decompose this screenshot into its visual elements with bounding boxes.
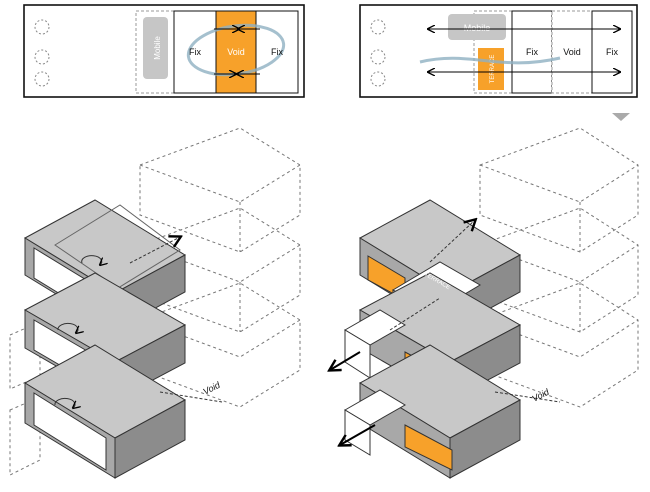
step-triangle-icon [612, 113, 630, 121]
plan-left: Mobile Fix Void Fix [23, 4, 305, 98]
column-marker [34, 19, 50, 35]
void-label: Void [530, 386, 551, 403]
terrace-label: TERRACE [490, 55, 496, 84]
column-marker [34, 49, 50, 65]
column-marker [370, 71, 386, 87]
iso-left: Void [9, 127, 301, 479]
circulation-wave [419, 56, 561, 65]
module-bottom [23, 344, 187, 479]
void-slot [551, 10, 593, 94]
void-arrow [159, 391, 223, 403]
iso-right: TERRACE Void [330, 127, 639, 479]
column-marker [370, 19, 386, 35]
column-marker [370, 49, 386, 65]
terrace-module [478, 48, 504, 90]
ghost-volumes [479, 127, 639, 408]
mobile-module [448, 14, 506, 40]
plan-right: Mobile TERRACE Fix Void Fix [359, 4, 638, 98]
fix-module-right [255, 10, 299, 94]
mobile-label: Mobile [153, 36, 162, 60]
void-arrow [494, 391, 561, 403]
mobile-module [143, 17, 168, 79]
module-bottom [340, 344, 522, 479]
fix-label-right: Fix [271, 47, 283, 57]
void-label: Void [227, 47, 245, 57]
fix-module-2 [591, 10, 633, 94]
fix-label-left: Fix [189, 47, 201, 57]
fix-label-2: Fix [606, 47, 618, 57]
mobile-label: Mobile [464, 23, 491, 33]
fix-label-1: Fix [526, 47, 538, 57]
void-label: Void [201, 379, 222, 396]
void-label: Void [563, 47, 581, 57]
column-marker [34, 71, 50, 87]
fix-module-1 [511, 10, 553, 94]
